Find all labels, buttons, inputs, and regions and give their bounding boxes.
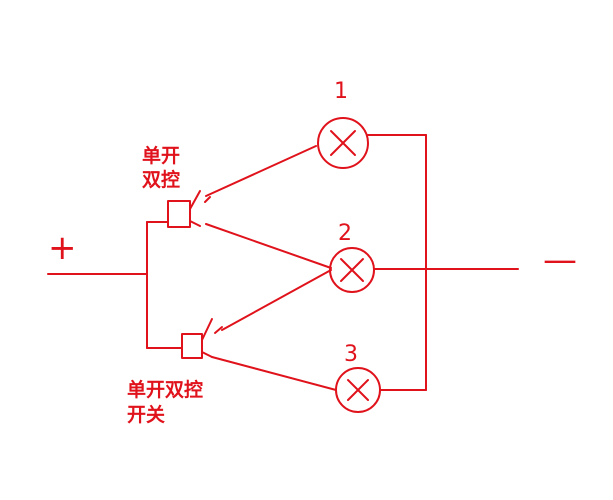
- positive-terminal-label: +: [48, 228, 77, 268]
- upper-switch: [167, 190, 211, 228]
- negative-terminal-label: —: [543, 240, 577, 280]
- lamp-3-number: 3: [344, 342, 358, 367]
- return-wiring: [367, 134, 519, 391]
- lamp-2-number: 2: [338, 221, 352, 246]
- switch-to-lamp-wiring: [205, 145, 337, 391]
- upper-switch-label-line1: 单开: [142, 144, 180, 167]
- lower-switch: [181, 318, 223, 359]
- lamp-1: [317, 117, 369, 169]
- lower-switch-label-line1: 单开双控: [127, 378, 203, 401]
- lower-switch-label-line2: 开关: [127, 403, 165, 426]
- lamp-3: [335, 367, 381, 413]
- lamp-2: [329, 247, 375, 293]
- upper-switch-label-line2: 双控: [142, 168, 180, 191]
- input-wiring: [47, 221, 183, 349]
- lamp-1-number: 1: [334, 79, 348, 104]
